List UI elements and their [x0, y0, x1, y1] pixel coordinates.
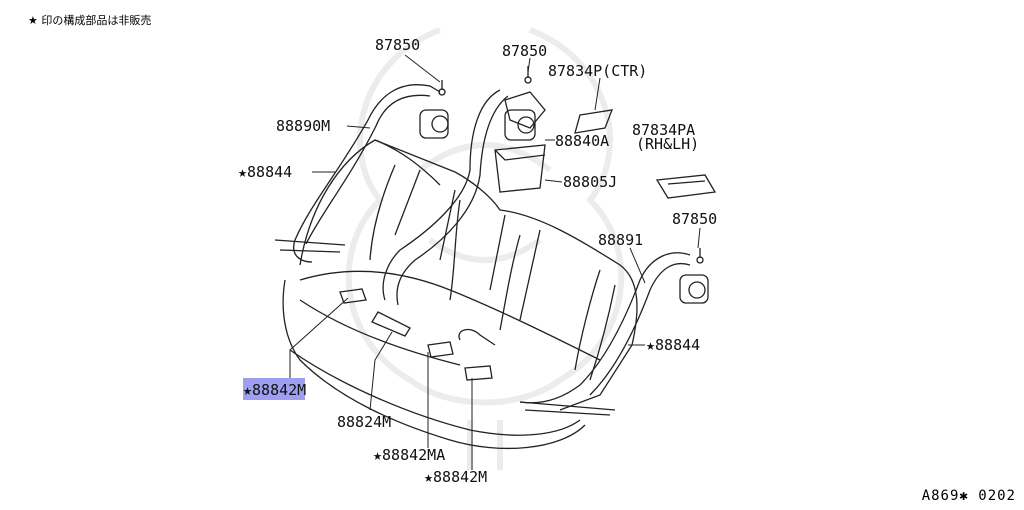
buckle-88824M-icon [371, 311, 411, 337]
retractor-left-icon [419, 109, 449, 139]
seat-cushion-outline [282, 279, 586, 450]
label-88890M: 88890M [276, 117, 330, 135]
label-88891: 88891 [598, 231, 643, 249]
label-88842M-left: ★88842M [243, 381, 306, 399]
label-88805J: 88805J [563, 173, 617, 191]
label-rh-lh: (RH&LH) [636, 135, 699, 153]
hardware [339, 66, 717, 381]
seat-back-outline [299, 139, 638, 411]
label-88842MA: ★88842MA [373, 446, 445, 464]
bracket-88840A-icon [504, 91, 546, 129]
label-87850-right: 87850 [672, 210, 717, 228]
label-88842M-bottom: ★88842M [424, 468, 487, 486]
bin-88805J-icon [494, 144, 546, 193]
label-88844-right: ★88844 [646, 336, 700, 354]
diagram-code: A869✱ 0202 [921, 488, 1016, 504]
rear-seat [282, 139, 638, 450]
label-88840A: 88840A [555, 132, 609, 150]
buckle-88842M-icon [339, 288, 367, 304]
label-87834P-ctr: 87834P(CTR) [548, 62, 647, 80]
bezel-ctr-icon [574, 109, 614, 134]
watermark-logo [345, 27, 625, 470]
retractor-center-icon [504, 109, 536, 141]
leader-lines [289, 54, 701, 470]
buckle-88842MA-icon [427, 341, 454, 358]
label-87850-top-left: 87850 [375, 36, 420, 54]
belt-center [382, 89, 501, 301]
belt-left [293, 84, 441, 263]
highlight-box [243, 378, 305, 400]
label-88824M: 88824M [337, 413, 391, 431]
label-88844-left: ★88844 [238, 163, 292, 181]
seat-belts [274, 84, 691, 416]
bezel-rhlh-icon [655, 174, 717, 199]
belt-right [519, 252, 691, 404]
label-87834PA: 87834PA [632, 121, 695, 139]
label-87850-top-center: 87850 [502, 42, 547, 60]
buckle-88842M-right-icon [464, 365, 493, 381]
retractor-right-icon [679, 274, 709, 304]
non-sale-note: ★ 印の構成部品は非販売 [28, 14, 152, 27]
